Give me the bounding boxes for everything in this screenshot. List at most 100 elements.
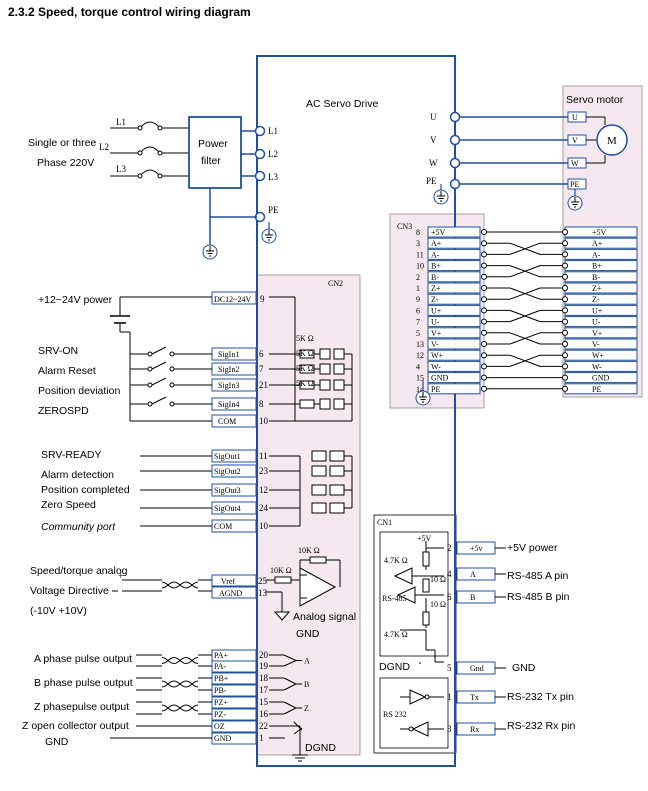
cn2-output-pin: SigOut2 [214, 467, 241, 476]
cn2-pulse-pin: PA+ [214, 651, 228, 660]
cn2-output-pin: COM [214, 522, 232, 531]
cn3-drive-pin: U+ [431, 306, 442, 315]
cn3-pin-num: 7 [416, 318, 420, 327]
pulse-letter: B [304, 680, 309, 689]
cn1-pin-name: Tx [470, 693, 479, 702]
cn1-pin-num: 1 [447, 692, 452, 702]
cn3-pin-num: 11 [416, 250, 424, 259]
cn3-motor-pin: W- [592, 362, 602, 371]
cn2-input-num: 8 [259, 399, 264, 409]
pulse-letter: Z [304, 704, 309, 713]
cn3-pin-num: 8 [416, 228, 420, 237]
cn1-pin-name: A [470, 570, 476, 579]
cn2-input-num: 21 [259, 380, 268, 390]
analog-gnd-label-1: Analog signal [293, 611, 356, 623]
cn1-pin-num: 5 [447, 663, 452, 673]
analog-num-13: 13 [258, 588, 268, 598]
motor-term-pe: PE [570, 180, 579, 189]
cn1-internal [379, 531, 449, 749]
cn3-pin-num: 3 [416, 239, 420, 248]
output-label: Community port [41, 521, 116, 533]
cn1-external-label: RS-485 A pin [507, 570, 568, 582]
input-label: SRV-ON [38, 345, 78, 357]
cn2-dgnd-label: DGND [305, 742, 336, 754]
analog-label-3: (-10V +10V) [30, 605, 87, 617]
cn1-5v-label: +5V [417, 534, 432, 543]
cn3-drive-pin: V- [431, 340, 439, 349]
cn2-input-num: 6 [259, 349, 264, 359]
line-l1-label: L1 [116, 117, 126, 127]
dc-pin-label: DC12~24V [214, 295, 251, 304]
input-label: ZEROSPD [38, 405, 89, 417]
drive-label: AC Servo Drive [306, 98, 379, 110]
pulse-output-label: Z open collector output [22, 720, 129, 732]
cn3-label: CN3 [397, 222, 412, 231]
cn3-pin-num: 14 [416, 385, 424, 394]
cn3-pin-num: 10 [416, 262, 424, 271]
cn2-pulse-pin: PA- [214, 662, 226, 671]
cn3-pin-num: 12 [416, 351, 424, 360]
cn1-pin-name: +5v [470, 544, 483, 553]
cn2-output-pin: SigOut3 [214, 486, 241, 495]
cn3-motor-pin: U- [592, 318, 601, 327]
cn1-dgnd-label: DGND [379, 661, 410, 673]
cn2-pulse-pin: PZ- [214, 710, 226, 719]
cn1-pin-num: 4 [447, 569, 452, 579]
cn2-pulse-num: 15 [259, 697, 269, 707]
cn3-drive-pin: PE [431, 385, 440, 394]
cn3-motor-pin: GND [592, 374, 610, 383]
cn1-pin-name: Rx [470, 725, 479, 734]
output-label: SRV-READY [41, 449, 102, 461]
cn3-drive-pin: Z+ [431, 284, 441, 293]
cn3-pin-num: 6 [416, 306, 420, 315]
input-res-label: 5K Ω [296, 349, 314, 358]
filter-to-drive-wires [202, 125, 277, 260]
cn3-drive-pin: +5V [431, 228, 446, 237]
cn1-pin-num: 2 [447, 543, 452, 553]
cn3-drive-pin: W- [431, 362, 441, 371]
cn1-pin-num: 3 [447, 724, 452, 734]
cn2-output-num: 24 [259, 503, 269, 513]
cn3-motor-pin: V+ [592, 329, 603, 338]
cn3-drive-pin: A- [431, 250, 440, 259]
cn3-drive-pin: B- [431, 273, 439, 282]
analog-gnd-label-2: GND [296, 628, 320, 640]
cn2-pulse-pin: PZ+ [214, 698, 228, 707]
input-label: Position deviation [38, 385, 120, 397]
pulse-letter: A [304, 657, 310, 666]
cn3-pin-num: 15 [416, 374, 424, 383]
input-res-label: 5K Ω [296, 364, 314, 373]
analog-num-25: 25 [258, 576, 268, 586]
cn3-pin-num: 4 [416, 362, 420, 371]
servo-drive-box [256, 55, 456, 767]
cn1-pin-name: Gnd [470, 664, 484, 673]
cn3-drive-pin: Z- [431, 295, 439, 304]
cn1-external-label: RS-232 Rx pin [507, 720, 575, 732]
analog-pin-vref: Vref [221, 577, 236, 586]
input-res-label: 5K Ω [296, 379, 314, 388]
cn2-output-pin: SigOut1 [214, 452, 241, 461]
cn2-pulse-num: 19 [259, 661, 269, 671]
cn1-pin-name: B [470, 593, 475, 602]
cn3-pin-num: 13 [416, 340, 424, 349]
cn2-pulse-pin: GND [214, 734, 232, 743]
cn3-pin-num: 1 [416, 284, 420, 293]
cn2-pulse-num: 22 [259, 721, 268, 731]
cn3-pin-num: 5 [416, 329, 420, 338]
section-title: 2.3.2 Speed, torque control wiring diagr… [8, 5, 251, 19]
cn1-rs232-label: RS 232 [383, 710, 407, 719]
analog-label-1: Speed/torque analog [30, 565, 128, 577]
cn1-external-label: RS-232 Tx pin [507, 691, 574, 703]
power-input-label-2: Phase 220V [37, 157, 94, 169]
cn3-motor-pin: A+ [592, 239, 603, 248]
drive-term-pe-motor: PE [426, 176, 437, 186]
output-label: Position completed [41, 484, 130, 496]
supply-label: +12~24V power [38, 294, 113, 306]
cn2-input-pin: SigIn1 [218, 350, 239, 359]
analog-res-2: 10K Ω [270, 566, 292, 575]
cn1-res-10a: 10 Ω [430, 575, 446, 584]
